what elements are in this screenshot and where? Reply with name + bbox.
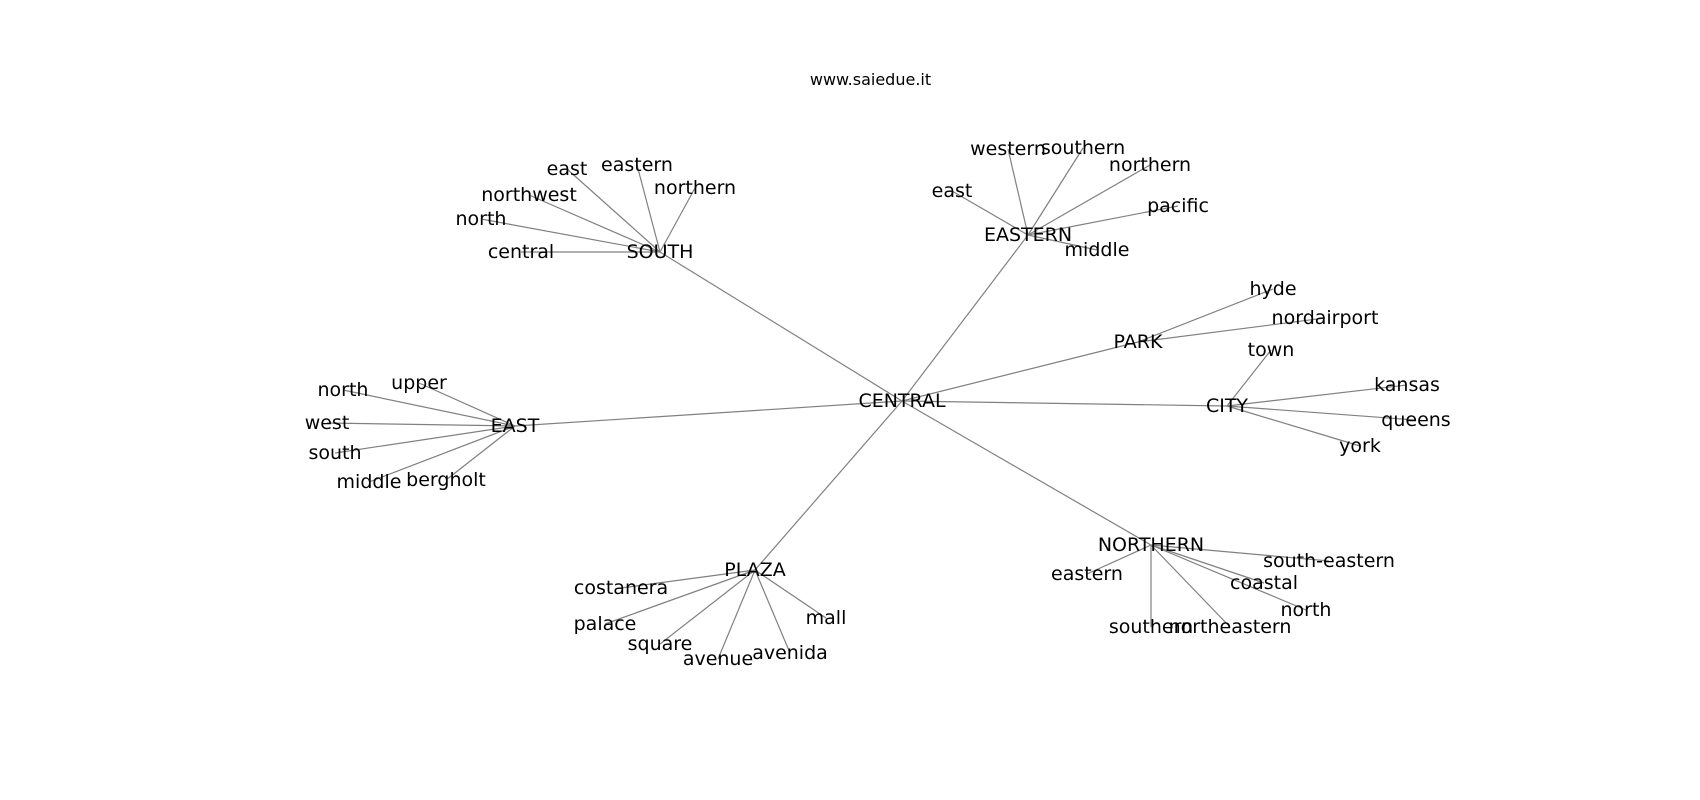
edge-east-west [326, 422, 516, 427]
edge-northern-south-eastern [1150, 544, 1330, 562]
leaf-node-city-york: york [1339, 435, 1381, 457]
leaf-node-northern-north: north [1281, 599, 1332, 621]
edge-central-plaza [754, 400, 903, 571]
site-title: www.saiedue.it [809, 70, 932, 89]
leaf-node-eastern-northern: northern [1109, 154, 1191, 176]
edge-city-queens [1226, 405, 1417, 421]
edge-east-middle [368, 425, 516, 483]
edge-plaza-costanera [620, 569, 756, 589]
leaf-node-south-northern: northern [654, 177, 736, 199]
edge-central-south [659, 251, 903, 402]
edge-eastern-pacific [1027, 205, 1179, 236]
leaf-node-plaza-avenue: avenue [683, 648, 753, 670]
leaf-node-plaza-avenida: avenida [752, 642, 828, 664]
leaf-node-south-north: north [456, 208, 507, 230]
leaf-node-south-east: east [547, 158, 588, 180]
leaf-node-plaza-palace: palace [574, 613, 637, 635]
leaf-node-south-northwest: northwest [481, 184, 577, 206]
leaf-node-northern-south-eastern: south-eastern [1263, 550, 1395, 572]
hub-node-south: SOUTH [627, 241, 694, 263]
leaf-node-eastern-middle: middle [1065, 239, 1130, 261]
leaf-node-park-nordairport: nordairport [1272, 307, 1379, 329]
leaf-node-east-west: west [305, 412, 350, 434]
edge-plaza-palace [604, 569, 756, 625]
edge-park-hyde [1137, 288, 1274, 343]
edge-eastern-southern [1027, 147, 1084, 236]
edge-south-northwest [528, 194, 661, 253]
edge-northern-coastal [1150, 544, 1265, 584]
edge-central-park [901, 341, 1139, 402]
edge-eastern-western [1007, 148, 1029, 236]
leaf-node-plaza-square: square [628, 633, 693, 655]
edge-city-kansas [1226, 384, 1408, 407]
edge-city-town [1226, 349, 1272, 407]
edge-park-nordairport [1137, 317, 1326, 343]
leaf-node-eastern-southern: southern [1041, 137, 1125, 159]
leaf-node-city-kansas: kansas [1374, 374, 1440, 396]
edge-eastern-northern [1027, 164, 1151, 236]
edge-central-city [901, 400, 1228, 407]
edge-layer [326, 147, 1417, 660]
leaf-node-city-town: town [1248, 339, 1295, 361]
edge-northern-north [1150, 544, 1307, 611]
hub-node-park: PARK [1114, 331, 1163, 353]
hub-node-city: CITY [1206, 395, 1248, 417]
leaf-node-south-eastern: eastern [601, 154, 673, 176]
leaf-node-east-south: south [308, 442, 361, 464]
leaf-node-south-central: central [488, 241, 554, 263]
edge-central-eastern [901, 234, 1029, 402]
leaf-node-northern-northeastern: northeastern [1169, 616, 1292, 638]
edge-plaza-avenida [754, 569, 791, 654]
edge-eastern-middle [1027, 234, 1098, 251]
edge-northern-northeastern [1150, 544, 1231, 628]
leaf-node-eastern-pacific: pacific [1147, 195, 1209, 217]
edge-city-york [1226, 405, 1361, 447]
edge-south-north [480, 218, 661, 253]
hub-node-plaza: PLAZA [724, 559, 786, 581]
leaf-node-east-upper: upper [391, 372, 447, 394]
edge-south-eastern [636, 164, 661, 253]
edge-east-upper [418, 382, 516, 427]
leaf-node-northern-southern: southern [1109, 616, 1193, 638]
edge-south-east [566, 168, 661, 253]
leaf-node-plaza-costanera: costanera [574, 577, 668, 599]
edge-south-northern [659, 187, 696, 253]
edge-east-north [342, 389, 516, 427]
edge-northern-eastern [1086, 544, 1152, 575]
edge-plaza-avenue [717, 569, 756, 660]
leaf-node-east-middle: middle [337, 471, 402, 493]
leaf-node-northern-eastern: eastern [1051, 563, 1123, 585]
edge-central-northern [901, 400, 1152, 546]
leaf-node-park-hyde: hyde [1249, 278, 1296, 300]
edge-plaza-square [659, 569, 756, 645]
hub-node-eastern: EASTERN [984, 224, 1072, 246]
leaf-node-city-queens: queens [1381, 409, 1450, 431]
center-node: CENTRAL [858, 390, 946, 412]
leaf-node-eastern-western: western [970, 138, 1046, 160]
edge-east-south [334, 425, 516, 454]
edge-central-east [514, 400, 903, 427]
hub-node-east: EAST [491, 415, 540, 437]
leaf-node-northern-coastal: coastal [1230, 572, 1298, 594]
leaf-node-east-bergholt: bergholt [406, 469, 486, 491]
edge-plaza-mall [754, 569, 827, 619]
edge-east-bergholt [445, 425, 516, 481]
leaf-node-plaza-mall: mall [806, 607, 847, 629]
leaf-node-eastern-east: east [932, 180, 973, 202]
hub-node-northern: NORTHERN [1098, 534, 1204, 556]
leaf-node-east-north: north [318, 379, 369, 401]
edge-eastern-east [951, 190, 1029, 236]
